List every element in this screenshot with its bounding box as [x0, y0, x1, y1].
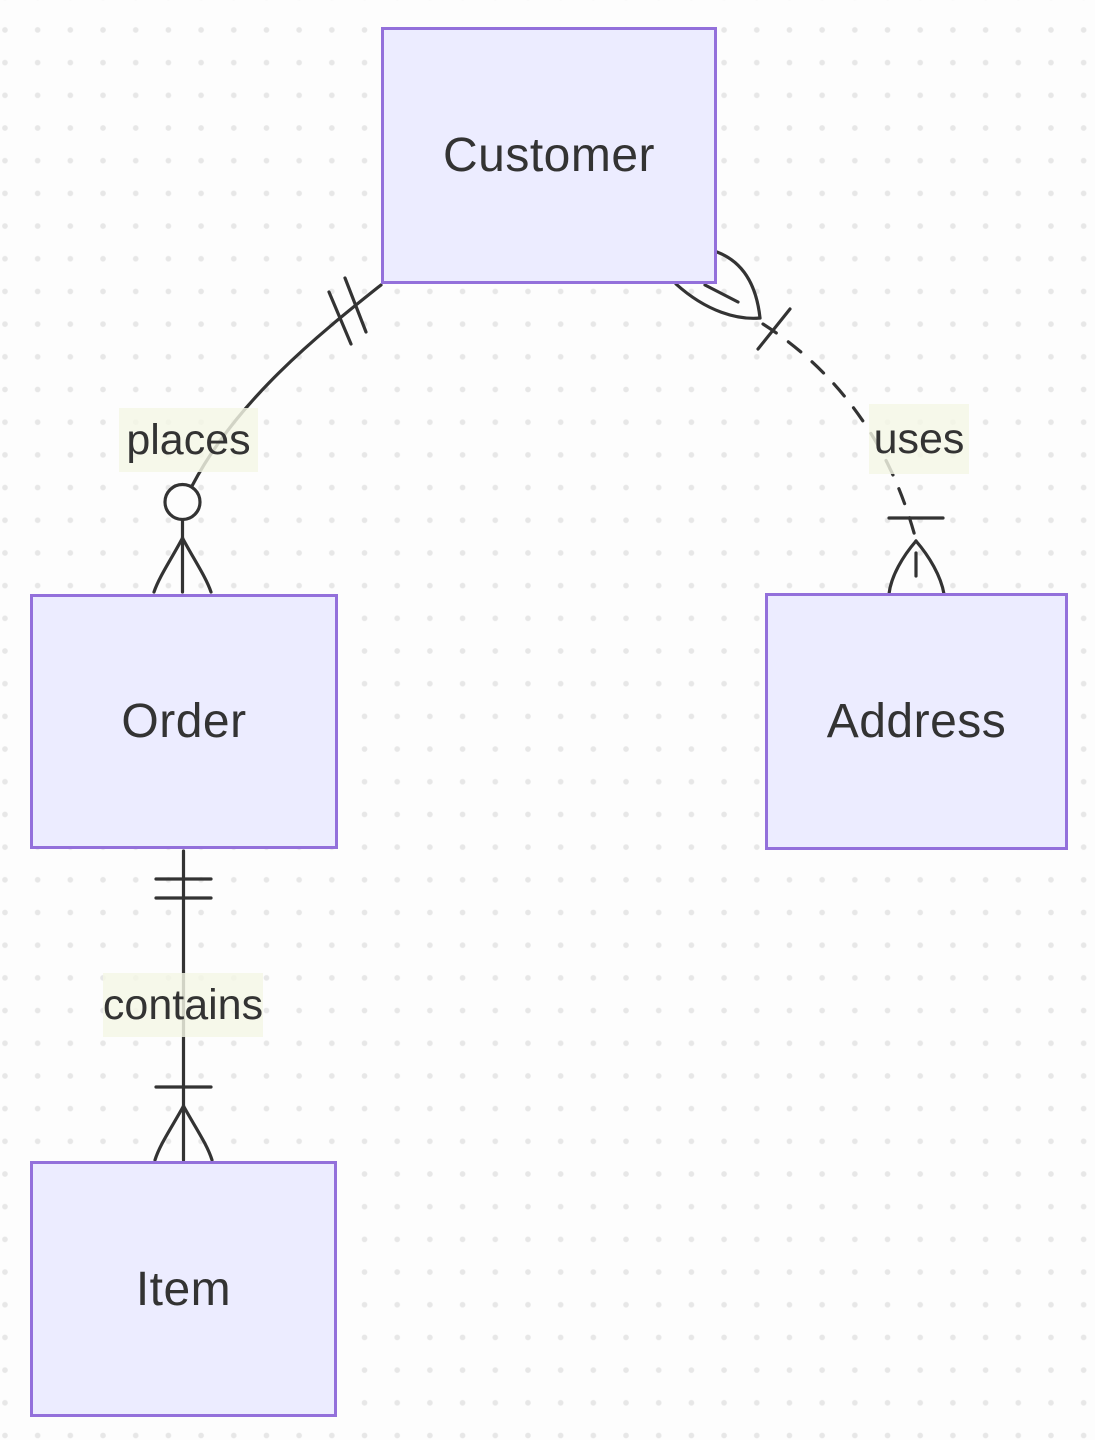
relationship-label-places: places	[119, 408, 258, 472]
relationship-uses	[674, 250, 946, 596]
crow-foot-left-prong-address	[887, 539, 918, 596]
entity-item: Item	[30, 1161, 337, 1417]
entity-customer: Customer	[381, 27, 717, 284]
entity-address-label: Address	[826, 695, 1007, 748]
zero-marker-circle	[163, 482, 202, 522]
relationship-label-contains: contains	[103, 973, 263, 1037]
crow-foot-center-stub-customer	[703, 283, 740, 304]
entity-customer-label: Customer	[442, 129, 656, 182]
crow-foot-left-prong-item	[153, 1104, 186, 1162]
crow-foot-lower-prong-customer	[674, 282, 762, 320]
entity-order-label: Order	[121, 695, 247, 748]
exactly-one-marker-tick-a	[343, 276, 368, 334]
crow-foot-right-prong	[180, 536, 213, 594]
entity-order: Order	[30, 594, 338, 849]
crow-foot-right-prong-item	[181, 1104, 214, 1162]
entity-item-label: Item	[135, 1262, 232, 1316]
relationship-label-uses: uses	[869, 404, 969, 474]
crow-foot-upper-prong-customer	[715, 250, 762, 320]
exactly-one-marker-tick-b	[327, 290, 353, 346]
crow-foot-right-prong-address	[914, 539, 946, 596]
uses-line	[761, 322, 918, 542]
relationship-contains	[153, 849, 214, 1162]
crow-foot-left-prong	[152, 536, 185, 594]
entity-address: Address	[765, 593, 1068, 850]
one-marker-tick-customer-side	[756, 307, 792, 351]
